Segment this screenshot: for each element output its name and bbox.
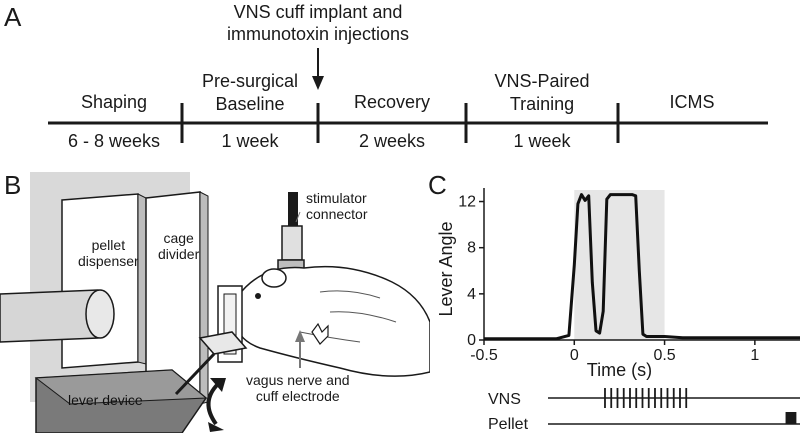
panel-letter-b: B (4, 170, 22, 200)
y-tick-label: 8 (467, 240, 476, 257)
x-axis-label: Time (s) (587, 360, 652, 380)
phase-duration-recovery: 2 weeks (358, 131, 426, 151)
y-tick-label: 12 (458, 194, 476, 211)
label-cage-divider-line2: divider (158, 246, 200, 262)
label-vagus-nerve-line1: vagus nerve and (246, 372, 350, 388)
lever-motion-arrow-bottom (208, 422, 224, 432)
panel-letter-c: C (428, 170, 447, 200)
label-vagus-nerve: vagus nerve and cuff electrode (246, 372, 350, 404)
phase-duration-baseline: 1 week (221, 131, 279, 151)
annotation-line-2: immunotoxin injections (226, 24, 410, 44)
pellet-row-label: Pellet (488, 416, 529, 433)
stimulator-cable (288, 192, 298, 226)
x-tick-label: -0.5 (470, 347, 498, 364)
phase-label-training-line2: Training (509, 94, 575, 114)
pellet-dispenser-panel (61, 193, 139, 369)
phase-label-training-line1: VNS-Paired (494, 71, 590, 91)
label-stimulator-connector-line2: connector (306, 206, 368, 222)
pellet-dispenser-side (137, 193, 147, 365)
phase-label-icms: ICMS (669, 92, 715, 112)
label-pellet-dispenser: pellet dispenser (78, 237, 139, 269)
annotation-surgery: VNS cuff implant and immunotoxin injecti… (227, 2, 409, 44)
phase-label-baseline-line1: Pre-surgical (201, 71, 299, 91)
cage-divider-edge (199, 191, 209, 405)
pellet-marker (785, 412, 797, 424)
label-lever-device: lever device (68, 392, 143, 408)
y-tick-label: 0 (467, 332, 476, 349)
y-tick-label: 4 (467, 286, 476, 303)
label-stimulator-connector: stimulator connector (306, 190, 367, 222)
timeline-graphics (48, 48, 768, 143)
phase-label-baseline: Pre-surgical (202, 71, 298, 91)
lever-handle (198, 331, 248, 355)
label-vagus-nerve-line2: cuff electrode (255, 388, 340, 404)
phase-label-baseline-line2: Baseline (215, 94, 285, 114)
x-tick-label: 1 (750, 347, 759, 364)
panel-letter-a: A (4, 2, 22, 32)
lever-device-top (34, 369, 208, 405)
rat-paw (311, 322, 329, 345)
lever-motion-arrow (206, 382, 220, 426)
stimulation-window-shade (574, 190, 665, 340)
phase-label-recovery: Recovery (353, 92, 431, 112)
rat-ear (261, 268, 287, 288)
label-stimulator-connector-line1: stimulator (306, 190, 367, 206)
surgery-arrow-head (312, 76, 324, 90)
label-pellet-dispenser-line1: pellet (91, 237, 126, 253)
rat-body (234, 265, 430, 377)
y-axis-label: Lever Angle (436, 221, 456, 316)
apparatus-illustration (0, 172, 430, 433)
lever-shaft (174, 352, 216, 396)
label-cage-divider: cage divider (158, 230, 199, 262)
label-pellet-dispenser-line2: dispenser (78, 253, 139, 269)
rat-fur-lines (299, 290, 397, 343)
vagus-callout-head (295, 330, 305, 342)
lever-angle-line (484, 193, 800, 341)
connector-callout-line (295, 211, 301, 223)
dispenser-tube-end (85, 289, 115, 339)
annotation-line-1: VNS cuff implant and (233, 2, 403, 22)
phase-duration-shaping: 6 - 8 weeks (67, 131, 161, 151)
phase-duration-training: 1 week (513, 131, 571, 151)
phase-label-shaping: Shaping (80, 92, 148, 112)
rat-eye (255, 293, 261, 299)
stimulator-connector-body (281, 225, 303, 261)
label-cage-divider-line1: cage (163, 230, 194, 246)
lever-motion-arrow-top (210, 378, 226, 392)
vns-row-label: VNS (488, 391, 521, 408)
x-tick-label: 0 (570, 347, 579, 364)
x-tick-label: 0.5 (653, 347, 675, 364)
